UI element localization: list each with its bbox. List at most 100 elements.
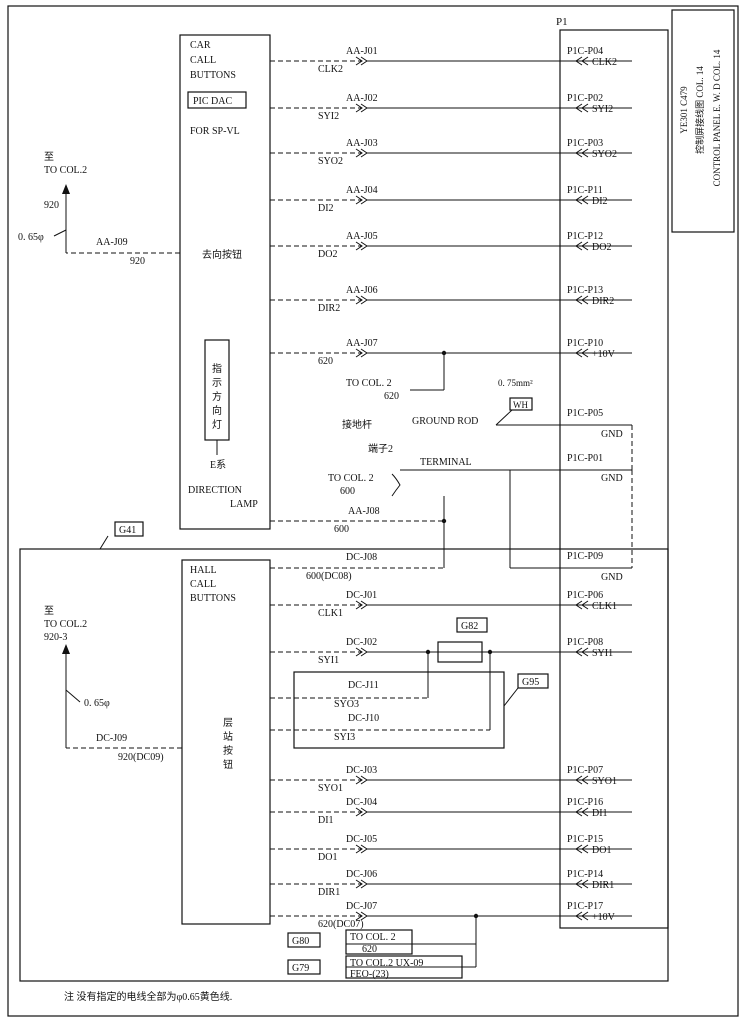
lamp-char-1: 指 — [212, 362, 222, 375]
car-title-3: BUTTONS — [190, 70, 236, 81]
car-sig: CLK2 — [318, 64, 343, 75]
outer-frame — [7, 5, 739, 1017]
hall-call-block: HALL CALL BUTTONS 层 站 按 钮 — [181, 559, 271, 925]
car-call-block: CAR CALL BUTTONS PIC DAC FOR SP-VL 去向按钮 … — [179, 34, 271, 530]
hall-wire-rows: DC-J01CLK1P1C-P06CLK1DC-J02SYI1P1C-P08SY… — [270, 590, 632, 930]
car-term: DIR2 — [592, 296, 614, 307]
ground-rod-line: 接地杆 GROUND ROD 0. 75mm² WH P1C-P05 GND — [342, 378, 633, 470]
aa-j09-to2: TO COL.2 — [44, 165, 87, 176]
g82-label: G82 — [461, 621, 478, 632]
p1-panel — [559, 29, 669, 929]
g82-g95: G82 DC-J11 SYO3 DC-J10 SYI3 G95 — [270, 617, 549, 749]
lamp-char-3: 方 — [212, 390, 222, 403]
car-id: AA-J07 — [346, 338, 378, 349]
car-pin: P1C-P04 — [567, 46, 603, 57]
to-col2-620-a: TO COL. 2 — [346, 378, 392, 389]
dc-j09-gauge: 0. 65φ — [84, 698, 110, 709]
car-id: AA-J06 — [346, 285, 378, 296]
ground-pin: P1C-P05 — [567, 408, 603, 419]
hall-term: DI1 — [592, 808, 608, 819]
hall-id: DC-J06 — [346, 869, 377, 880]
car-term: DI2 — [592, 196, 608, 207]
lamp-char-5: 灯 — [212, 419, 222, 431]
ground-term: GND — [601, 429, 623, 440]
car-term: SYO2 — [592, 149, 617, 160]
aa-j09-id: AA-J09 — [96, 237, 128, 248]
hall-id: DC-J07 — [346, 901, 377, 912]
hall-term: +10V — [592, 912, 616, 923]
g80-a: TO COL. 2 — [350, 932, 396, 943]
hall-pin: P1C-P07 — [567, 765, 603, 776]
pic-dac-label: PIC DAC — [193, 96, 233, 107]
terminal-cn: 端子2 — [368, 442, 393, 455]
hall-id: DC-J04 — [346, 797, 377, 808]
title-line3: CONTROL PANEL E. W. D COL. 14 — [712, 49, 722, 186]
ground-cn: 接地杆 — [342, 418, 372, 431]
hall-pin: P1C-P16 — [567, 797, 603, 808]
hall-id: DC-J03 — [346, 765, 377, 776]
dc-j09-sig: 920(DC09) — [118, 752, 164, 763]
hall-id: DC-J01 — [346, 590, 377, 601]
hall-id: DC-J02 — [346, 637, 377, 648]
e-series-label: E系 — [210, 459, 226, 471]
dc-j09-to3: 920-3 — [44, 632, 67, 643]
hall-term: DIR1 — [592, 880, 614, 891]
g80-label: G80 — [292, 936, 309, 947]
hall-pin: P1C-P08 — [567, 637, 603, 648]
car-term: DO2 — [592, 242, 611, 253]
aa-j09-sig: 920 — [130, 256, 145, 267]
bottom-branches: G80 TO COL. 2 620 G79 TO COL.2 UX-09 FEO… — [287, 913, 479, 980]
car-pin: P1C-P03 — [567, 138, 603, 149]
car-sig: DO2 — [318, 249, 337, 260]
panel-label: P1 — [556, 16, 568, 28]
for-sp-label: FOR SP-VL — [190, 126, 240, 137]
hall-term: SYI1 — [592, 648, 613, 659]
car-id: AA-J03 — [346, 138, 378, 149]
j11-sig: SYO3 — [334, 699, 359, 710]
hall-sig: SYO1 — [318, 783, 343, 794]
hall-sig: DI1 — [318, 815, 334, 826]
ground-gauge: 0. 75mm² — [498, 378, 533, 388]
aa-j08-id: AA-J08 — [348, 506, 380, 517]
footnote: 注 没有指定的电线全部为φ0.65黄色线. — [64, 990, 232, 1003]
to-col2-600-b: 600 — [340, 486, 355, 497]
lamp-char-4: 向 — [212, 404, 222, 417]
car-pin: P1C-P10 — [567, 338, 603, 349]
hall-sig: DO1 — [318, 852, 337, 863]
car-title-2: CALL — [190, 55, 216, 66]
hall-sig: SYI1 — [318, 655, 339, 666]
car-sig: DI2 — [318, 203, 334, 214]
aa-j08-sig: 600 — [334, 524, 349, 535]
hall-cn-4: 钮 — [223, 758, 233, 771]
aa-j09-up: 920 — [44, 200, 59, 211]
car-term: SYI2 — [592, 104, 613, 115]
car-term: +10V — [592, 349, 616, 360]
ground-en: GROUND ROD — [412, 416, 478, 427]
car-id: AA-J01 — [346, 46, 378, 57]
hall-title-2: CALL — [190, 579, 216, 590]
car-sig: DIR2 — [318, 303, 340, 314]
g80-b: 620 — [362, 944, 377, 955]
terminal-term: GND — [601, 473, 623, 484]
lamp-en-2: LAMP — [230, 499, 258, 510]
terminal-en: TERMINAL — [420, 457, 472, 468]
to-col2-620-b: 620 — [384, 391, 399, 402]
dc-j09-id: DC-J09 — [96, 733, 127, 744]
hall-sig: 620(DC07) — [318, 919, 364, 930]
car-wire-rows: AA-J01CLK2P1C-P04CLK2AA-J02SYI2P1C-P02SY… — [270, 46, 632, 367]
hall-cn-3: 按 — [223, 744, 233, 757]
car-id: AA-J05 — [346, 231, 378, 242]
dc-j08-sig: 600(DC08) — [306, 571, 352, 582]
car-title-1: CAR — [190, 40, 211, 51]
